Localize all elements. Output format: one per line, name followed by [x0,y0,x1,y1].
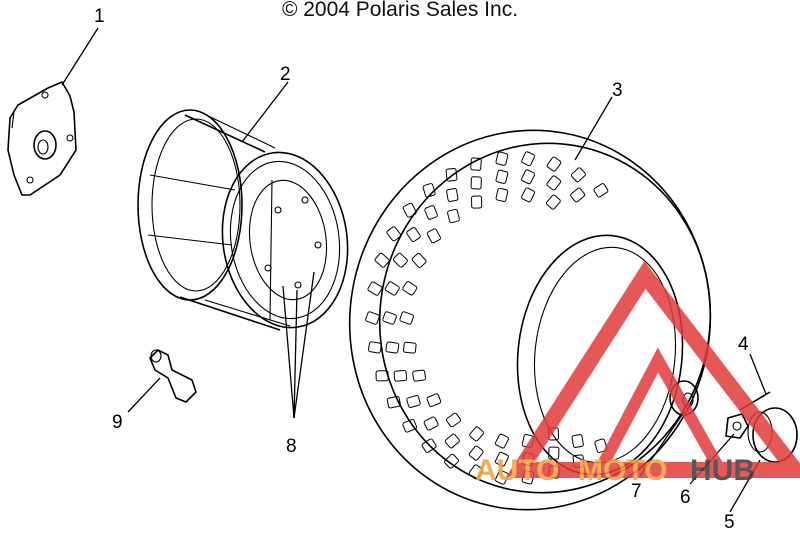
tread-knob [494,433,509,449]
tread-knob [384,281,400,296]
tread-knob [423,416,439,431]
tread-knob [593,183,609,198]
tread-knob [386,395,401,409]
tread-knob [548,446,560,460]
tread-knob [521,151,536,167]
tread-knob [446,188,459,202]
tread-knob [468,445,484,461]
watermark-text-moto: MOTO [578,454,667,487]
tread-knob [470,176,482,190]
watermark-triangle-inner [594,347,726,473]
tread-knob [495,169,509,184]
tread-knob [468,464,484,480]
tread-knob [367,281,383,296]
tread-knob [421,438,437,453]
tread-knob [470,157,482,171]
tread-knob [495,187,509,202]
tread-knob [382,311,397,325]
tread-knob [594,438,608,453]
tread-knob [469,426,484,442]
callout-9: 9 [112,412,123,433]
tread-knob [446,412,461,428]
tread-knob [411,252,427,268]
hub-plate-part-1 [7,80,77,196]
tread-knob [422,183,436,198]
tread-knob [494,469,509,485]
watermark-text-hub: HUB [690,454,755,487]
tread-knob [402,341,417,354]
tread-knob [426,393,442,407]
tread-knob [444,453,459,469]
tread-knob [399,311,414,325]
nut-part-6 [725,413,749,439]
watermark-text-auto: AUTO [475,454,559,487]
tread-knob [447,208,460,224]
callout-4: 4 [738,334,749,355]
tread-knob [521,187,536,203]
watermark-triangle-outer [505,261,800,478]
tread-knob [406,227,421,242]
tread-knob [570,187,586,203]
tread-knob [385,341,400,354]
tire-tread-knobs [365,151,609,485]
leader-lines [61,27,767,513]
rim-part-2 [137,109,349,331]
tread-knob [375,370,389,382]
tread-knob [365,311,380,325]
callout-7: 7 [631,481,642,502]
tread-knob [402,419,418,433]
tread-knob [406,395,421,408]
valve-stem-part-9 [149,349,197,403]
tread-knob [392,252,408,268]
tread-knob [367,341,382,354]
tread-knob [494,451,509,467]
tread-knob [445,167,458,182]
tread-knob [471,195,483,209]
tread-knob [444,433,460,449]
tread-knob [546,156,562,172]
tread-knob [571,167,586,183]
callout-3: 3 [612,80,623,101]
tread-knob [495,151,509,166]
callout-1: 1 [94,6,105,27]
tread-knob [546,194,561,210]
copyright-header: © 2004 Polaris Sales Inc. [281,0,519,21]
tread-knob [546,175,562,191]
tread-knob [426,228,441,244]
tread-knob [412,369,426,382]
tread-knob [393,370,408,382]
callout-6: 6 [680,487,691,508]
tread-knob [521,169,536,185]
tread-knob [386,226,402,242]
watermark-logo: AUTO MOTO HUB [475,261,800,487]
callout-2: 2 [280,64,291,85]
tread-knob [424,205,438,220]
tread-knob [374,252,390,268]
callout-8: 8 [286,436,297,457]
tread-knob [571,434,584,448]
tread-knob [402,281,418,296]
callout-5: 5 [724,512,735,533]
tread-knob [402,202,417,218]
